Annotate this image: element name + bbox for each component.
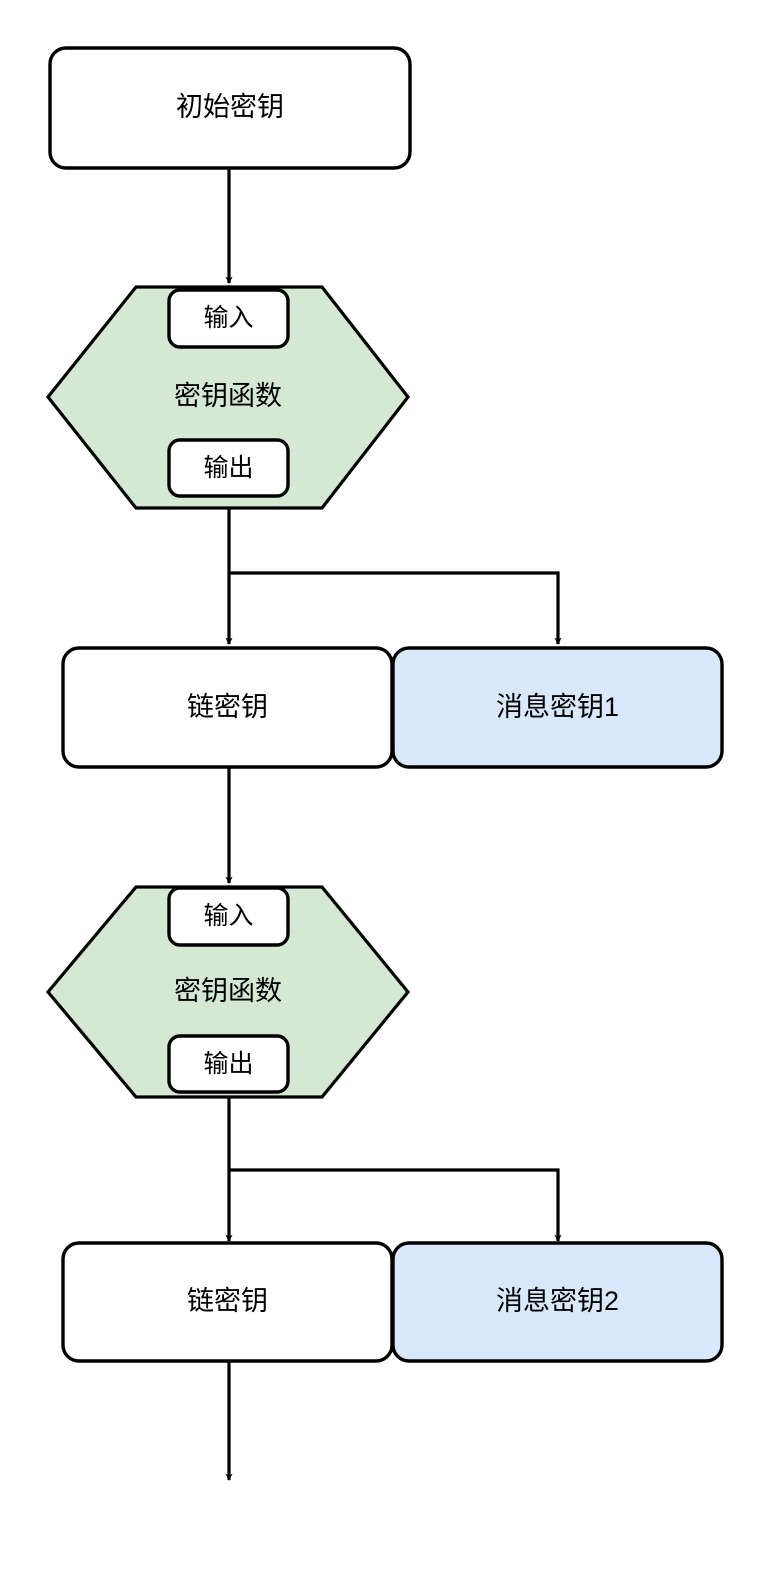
node-chain-key-2[interactable] [61, 1241, 394, 1363]
node-kdf2-hexagon[interactable] [45, 885, 411, 1099]
node-message-key-1[interactable] [391, 646, 724, 769]
node-kdf1-output-box[interactable] [167, 438, 290, 498]
connector-layer [225, 168, 562, 1481]
node-chain-key-1[interactable] [61, 646, 394, 769]
node-kdf2-input-box[interactable] [167, 886, 290, 947]
node-kdf1-input-box[interactable] [167, 288, 290, 349]
node-message-key-2[interactable] [391, 1241, 724, 1363]
node-kdf1-hexagon[interactable] [45, 285, 411, 510]
edge-kdf2-to-messagekey2 [229, 1168, 562, 1242]
node-kdf2-output-box[interactable] [167, 1034, 290, 1094]
node-initial-key[interactable] [48, 46, 412, 170]
edge-kdf1-to-messagekey1 [229, 571, 562, 645]
